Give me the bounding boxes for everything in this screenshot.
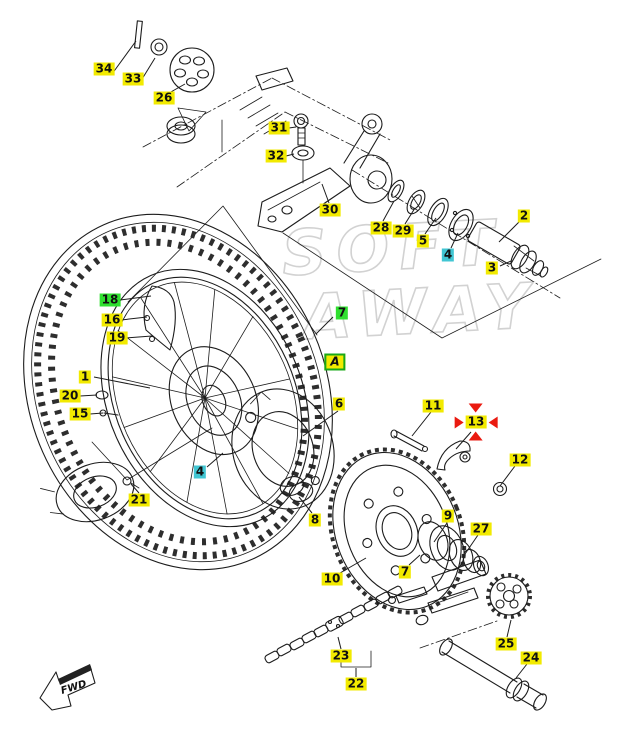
part-label-9[interactable]: 9 <box>441 508 455 523</box>
part-label-7-tire[interactable]: 7 <box>335 305 349 320</box>
part-label-30[interactable]: 30 <box>319 202 341 217</box>
leader-line-21 <box>130 483 140 494</box>
bolt-21 <box>122 476 132 486</box>
part-label-3[interactable]: 3 <box>485 260 499 275</box>
leader-line-7-bearing <box>408 554 421 566</box>
part-label-32[interactable]: 32 <box>265 148 287 163</box>
leader-line-1 <box>93 376 151 389</box>
part-label-20[interactable]: 20 <box>59 388 81 403</box>
tire <box>23 213 333 571</box>
leader-line-23 <box>337 636 342 650</box>
attention-arrow-l <box>454 416 464 428</box>
leader-line-24 <box>515 663 528 679</box>
sprocket-hub-stack <box>417 521 490 577</box>
swingarm <box>142 67 393 188</box>
part-label-15[interactable]: 15 <box>69 406 91 421</box>
leader-line-12 <box>499 465 516 487</box>
brake-bracket <box>257 113 393 233</box>
attention-arrow-t <box>468 403 483 413</box>
wheel-rim-spokes <box>100 268 310 528</box>
reference-lines <box>91 169 602 649</box>
part-label-4-axle[interactable]: 4 <box>441 247 455 262</box>
drive-chain <box>264 585 403 668</box>
leader-line-29 <box>404 207 416 225</box>
leader-line-3 <box>499 260 512 267</box>
part-label-24[interactable]: 24 <box>520 650 542 665</box>
leader-line-27 <box>464 534 479 555</box>
hub-cap-8 <box>279 476 314 502</box>
part-label-5[interactable]: 5 <box>416 233 430 248</box>
leader-line-8 <box>298 496 313 514</box>
part-label-2[interactable]: 2 <box>517 208 531 223</box>
part-label-1[interactable]: 1 <box>78 369 92 384</box>
attention-arrow-b <box>468 431 483 441</box>
nut-12 <box>492 481 508 497</box>
leader-line-19 <box>125 335 153 339</box>
axle-assembly <box>387 179 549 278</box>
part-label-21[interactable]: 21 <box>128 492 150 507</box>
part-label-19[interactable]: 19 <box>106 330 128 345</box>
leader-line-4-axle <box>450 232 459 249</box>
part-label-26[interactable]: 26 <box>153 90 175 105</box>
attention-arrow-r <box>488 416 498 428</box>
part-label-6[interactable]: 6 <box>332 396 346 411</box>
part-label-22[interactable]: 22 <box>345 676 367 691</box>
drum-cover <box>40 461 135 523</box>
leader-line-13 <box>455 431 472 450</box>
part-label-11[interactable]: 11 <box>422 398 444 413</box>
bearing-7 <box>429 525 465 571</box>
leader-line-4-hub <box>206 452 224 468</box>
part-label-7-bearing[interactable]: 7 <box>398 564 412 579</box>
part-label-31[interactable]: 31 <box>268 120 290 135</box>
part-label-A[interactable]: A <box>324 353 346 371</box>
leader-line-2 <box>498 221 520 243</box>
shaft-24 <box>439 638 547 711</box>
part-label-8[interactable]: 8 <box>308 512 322 527</box>
part-label-13[interactable]: 13 <box>454 403 498 441</box>
leader-line-10 <box>339 557 367 574</box>
bearing-4 <box>448 208 474 242</box>
part-label-16[interactable]: 16 <box>101 312 123 327</box>
leader-line-32 <box>285 153 295 157</box>
part-label-28[interactable]: 28 <box>370 220 392 235</box>
part-label-27[interactable]: 27 <box>470 521 492 536</box>
damper-parts <box>133 20 215 144</box>
part-label-34[interactable]: 34 <box>93 61 115 76</box>
leader-line-30 <box>321 183 330 204</box>
leader-lines <box>79 40 528 679</box>
leader-line-5 <box>424 217 437 235</box>
part-label-29[interactable]: 29 <box>392 223 414 238</box>
part-label-25[interactable]: 25 <box>495 636 517 651</box>
tensioner-arm-13 <box>436 440 471 471</box>
chain-joint-23 <box>325 615 344 632</box>
drive-sprocket <box>486 573 532 619</box>
leader-line-9 <box>433 522 448 543</box>
leader-line-7-tire <box>315 316 334 335</box>
fork-end <box>387 559 487 626</box>
leader-line-31 <box>288 126 297 129</box>
leader-line-15 <box>89 412 104 415</box>
leader-line-28 <box>382 200 395 222</box>
leader-line-6 <box>302 410 339 437</box>
part-label-12[interactable]: 12 <box>509 452 531 467</box>
leader-line-20 <box>79 394 98 397</box>
wheel-hub <box>168 346 260 456</box>
part-label-10[interactable]: 10 <box>321 571 343 586</box>
leader-line-16 <box>120 316 148 321</box>
part-label-33[interactable]: 33 <box>122 71 144 86</box>
axle-shaft <box>467 221 521 265</box>
leader-line-11 <box>411 411 432 437</box>
part-label-18[interactable]: 18 <box>99 292 121 307</box>
leader-line-34 <box>111 40 137 75</box>
part-label-23[interactable]: 23 <box>330 648 352 663</box>
leader-line-25 <box>506 619 512 638</box>
damper-sprocket <box>169 47 215 93</box>
part-label-4-hub[interactable]: 4 <box>193 464 207 479</box>
leader-line-18 <box>119 295 152 301</box>
